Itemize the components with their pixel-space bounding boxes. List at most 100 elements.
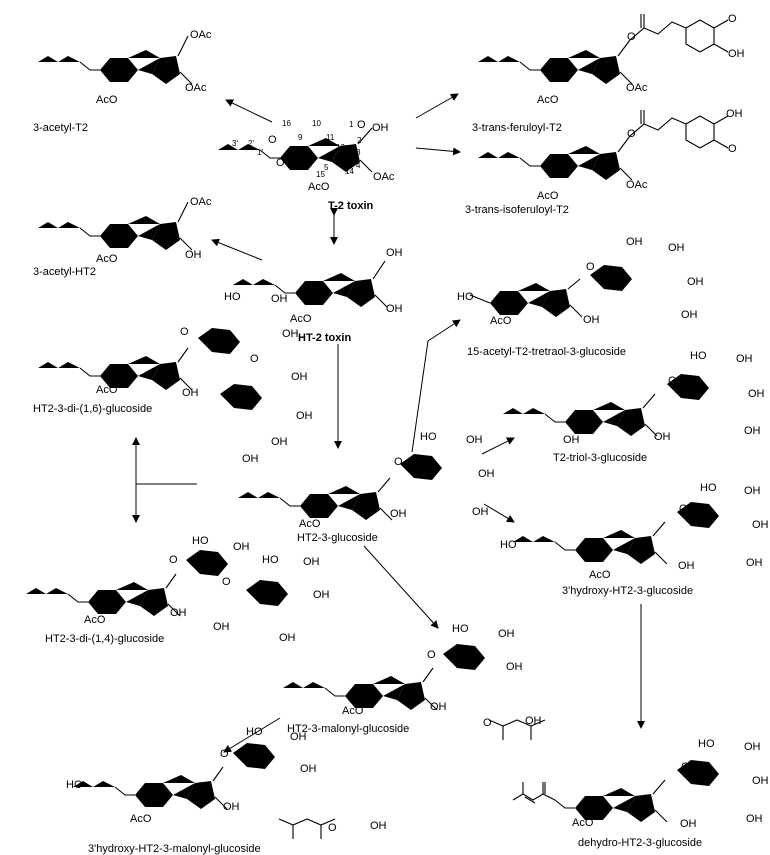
arrow-glucoside-to-triol-glucoside (481, 437, 515, 455)
molecule-ht2-3-glucoside (238, 442, 454, 532)
svg-text:OH: OH (744, 485, 761, 497)
svg-text:OH: OH (752, 775, 769, 787)
svg-text:HO: HO (66, 779, 83, 791)
svg-text:OH: OH (291, 371, 308, 383)
svg-text:8: 8 (297, 147, 302, 156)
svg-text:O: O (681, 761, 690, 773)
svg-text:O: O (250, 353, 259, 365)
svg-text:1': 1' (257, 148, 263, 157)
svg-text:OH: OH (466, 434, 483, 446)
molecule-t2-triol-3-glucoside (503, 362, 721, 448)
svg-text:OH: OH (654, 431, 671, 443)
svg-text:OH: OH (233, 541, 250, 553)
svg-text:OH: OH (681, 309, 698, 321)
arrow-t2-to-isoferuloyl-t2 (415, 147, 461, 156)
svg-text:HO: HO (224, 291, 241, 303)
svg-text:15: 15 (316, 170, 325, 179)
molecule-3-hydroxy-ht2-3-glucoside (513, 490, 731, 576)
svg-text:O: O (728, 13, 737, 25)
svg-text:OH: OH (752, 519, 769, 531)
name-ht2-3-di-16-glucoside: HT2-3-di-(1,6)-glucoside (33, 403, 152, 415)
svg-text:O: O (169, 554, 178, 566)
svg-text:OH: OH (386, 247, 403, 259)
svg-text:9: 9 (298, 133, 303, 142)
svg-text:O: O (627, 31, 636, 43)
svg-text:AcO: AcO (490, 315, 512, 327)
svg-text:OH: OH (746, 813, 763, 825)
svg-text:O: O (328, 822, 337, 834)
svg-text:OH: OH (290, 731, 307, 743)
arrow-glucoside-to-tetraol-glucoside (411, 319, 461, 453)
name-3-trans-isoferuloyl-t2: 3-trans-isoferuloyl-T2 (465, 204, 569, 216)
svg-text:AcO: AcO (308, 181, 330, 193)
svg-text:3: 3 (356, 148, 361, 157)
svg-text:AcO: AcO (299, 518, 321, 530)
name-3-hydroxy-ht2-3-malonyl-glucoside: 3'hydroxy-HT2-3-malonyl-glucoside (88, 843, 261, 855)
svg-text:AcO: AcO (342, 705, 364, 717)
molecule-dehydro-ht2-3-glucoside (512, 748, 731, 834)
molecule-ht2-3-malonyl-glucoside (283, 632, 546, 740)
svg-text:OAc: OAc (185, 82, 207, 94)
svg-text:AcO: AcO (537, 190, 559, 202)
svg-text:OH: OH (728, 48, 745, 60)
name-15-acetyl-t2-tetraol-3-glucoside: 15-acetyl-T2-tretraol-3-glucoside (467, 346, 626, 358)
svg-text:O: O (222, 576, 231, 588)
svg-text:O: O (627, 128, 636, 140)
svg-text:10: 10 (312, 119, 321, 128)
molecule-3-trans-feruloyl-t2 (478, 14, 729, 96)
svg-text:O: O (180, 326, 189, 338)
molecule-ht2-toxin (233, 260, 388, 319)
svg-text:AcO: AcO (96, 384, 118, 396)
svg-text:OH: OH (626, 236, 643, 248)
svg-text:13: 13 (336, 143, 345, 152)
svg-text:O: O (220, 748, 229, 760)
svg-text:OH: OH (478, 468, 495, 480)
svg-text:OAc: OAc (190, 29, 212, 41)
svg-text:AcO: AcO (572, 817, 594, 829)
name-t2-triol-3-glucoside: T2-triol-3-glucoside (553, 452, 647, 464)
svg-text:O: O (679, 503, 688, 515)
molecule-15-acetyl-t2-tetraol-3-glucoside (469, 253, 644, 329)
svg-text:OH: OH (213, 621, 230, 633)
molecule-3-hydroxy-ht2-3-malonyl-glucoside (73, 731, 336, 839)
svg-text:OH: OH (170, 607, 187, 619)
svg-text:AcO: AcO (537, 94, 559, 106)
svg-text:O: O (268, 134, 277, 146)
svg-text:16: 16 (282, 119, 291, 128)
svg-text:OH: OH (279, 632, 296, 644)
t2-atom-labels: O O O AcO OH OAc 16 10 11 1 2 3 4 12 13 … (232, 119, 395, 193)
molecule-3-acetyl-ht2 (38, 201, 193, 262)
svg-text:OH: OH (678, 560, 695, 572)
name-dehydro-ht2-3-glucoside: dehydro-HT2-3-glucoside (578, 837, 702, 849)
svg-text:O: O (668, 375, 677, 387)
svg-text:OH: OH (736, 353, 753, 365)
svg-text:11: 11 (326, 133, 335, 142)
svg-text:AcO: AcO (290, 313, 312, 325)
molecule-t2-toxin (218, 127, 373, 184)
svg-text:2': 2' (248, 139, 254, 148)
svg-text:O: O (483, 717, 492, 729)
svg-text:O: O (276, 157, 285, 169)
svg-text:HO: HO (452, 623, 469, 635)
svg-text:4: 4 (356, 161, 361, 170)
svg-text:HO: HO (457, 291, 474, 303)
svg-text:O: O (357, 119, 366, 131)
svg-text:OH: OH (372, 122, 389, 134)
svg-text:OH: OH (296, 410, 313, 422)
svg-text:OH: OH (668, 242, 685, 254)
arrow-glucoside-to-hydroxy-glucoside (483, 503, 515, 523)
svg-text:OH: OH (472, 506, 489, 518)
svg-text:OH: OH (506, 661, 523, 673)
name-ht2-toxin: HT-2 toxin (298, 332, 351, 344)
svg-text:OAc: OAc (626, 179, 648, 191)
svg-text:HO: HO (698, 738, 715, 750)
svg-text:HO: HO (246, 726, 263, 738)
svg-text:HO: HO (690, 350, 707, 362)
name-3-trans-feruloyl-t2: 3-trans-feruloyl-T2 (472, 122, 562, 134)
name-3-acetyl-t2: 3-acetyl-T2 (33, 122, 88, 134)
svg-text:OH: OH (744, 425, 761, 437)
svg-text:OH: OH (525, 715, 542, 727)
svg-text:OH: OH (303, 556, 320, 568)
svg-text:AcO: AcO (96, 253, 118, 265)
svg-text:OH: OH (498, 628, 515, 640)
